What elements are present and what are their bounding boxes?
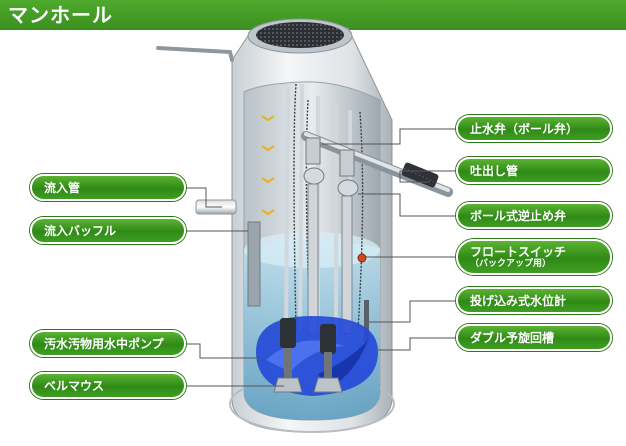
label-discharge-pipe: 吐出し管 bbox=[456, 157, 612, 184]
label-text: フロートスイッチ bbox=[470, 245, 598, 259]
label-bellmouth: ベルマウス bbox=[30, 372, 186, 399]
label-pump: 汚水汚物用水中ポンプ bbox=[30, 330, 186, 357]
inflow-baffle bbox=[248, 222, 260, 306]
label-check-valve: ボール式逆止め弁 bbox=[456, 202, 612, 229]
label-text: ボール式逆止め弁 bbox=[470, 209, 598, 223]
label-text: ベルマウス bbox=[44, 379, 172, 393]
label-swirl-tank: ダブル予旋回槽 bbox=[456, 324, 612, 351]
label-text: ダブル予旋回槽 bbox=[470, 331, 598, 345]
label-float-switch: フロートスイッチ （バックアップ用） bbox=[456, 239, 612, 275]
label-text: 止水弁（ボール弁） bbox=[470, 122, 598, 136]
label-subtext: （バックアップ用） bbox=[470, 259, 598, 269]
label-text: 流入管 bbox=[44, 181, 172, 195]
label-text: 流入バッフル bbox=[44, 224, 172, 238]
manhole-cover-grate bbox=[248, 19, 352, 53]
label-inflow-pipe: 流入管 bbox=[30, 174, 186, 201]
vent-pipe bbox=[158, 48, 232, 60]
label-text: 吐出し管 bbox=[470, 164, 598, 178]
label-inflow-baffle: 流入バッフル bbox=[30, 217, 186, 244]
float-switch bbox=[358, 254, 366, 262]
label-stop-valve: 止水弁（ボール弁） bbox=[456, 115, 612, 142]
label-text: 汚水汚物用水中ポンプ bbox=[44, 337, 172, 351]
label-level-meter: 投げ込み式水位計 bbox=[456, 287, 612, 314]
label-text: 投げ込み式水位計 bbox=[470, 294, 598, 308]
